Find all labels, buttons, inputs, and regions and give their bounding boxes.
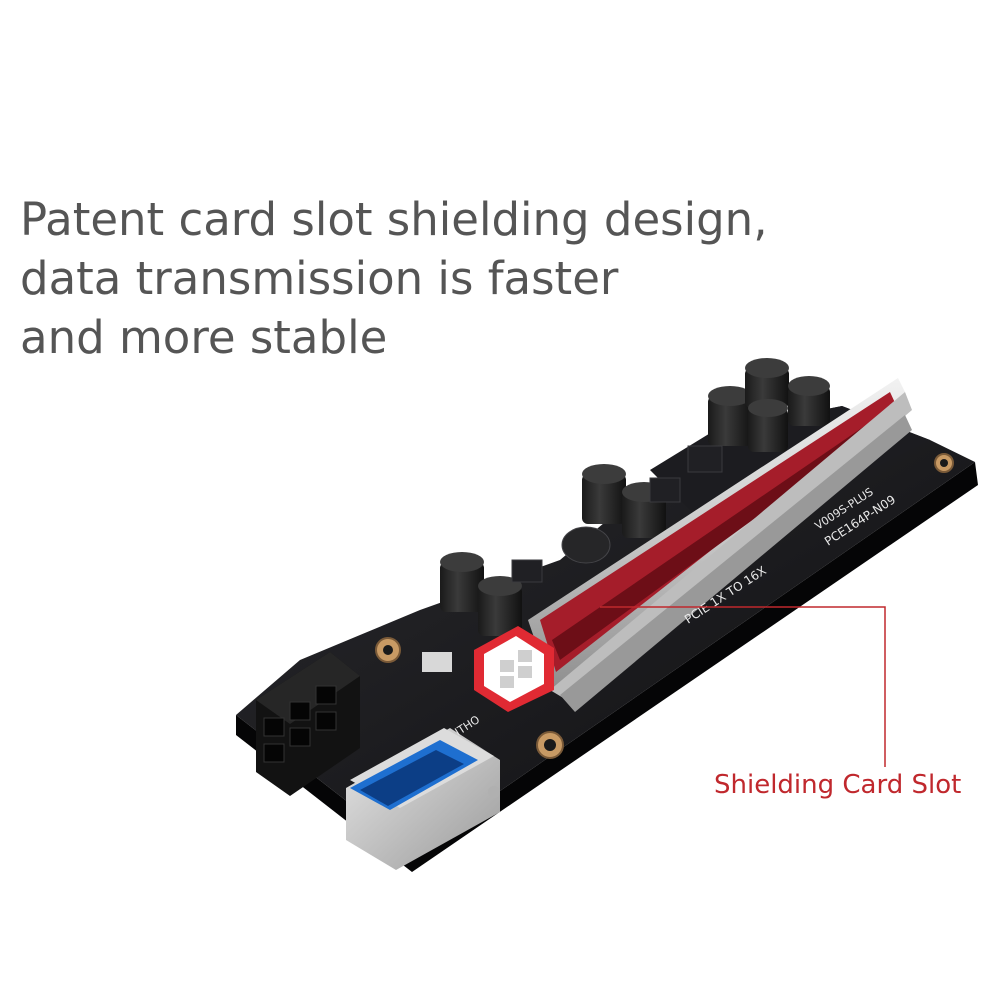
headline-line-3: and more stable <box>20 311 388 364</box>
headline-line-1: Patent card slot shielding design, <box>20 193 768 246</box>
callout-label: Shielding Card Slot <box>714 770 962 800</box>
pcie-slot-shield <box>528 378 912 712</box>
slot-latch <box>474 626 554 712</box>
power-connector-6pin <box>256 652 360 796</box>
usb3-port <box>346 728 500 870</box>
headline: Patent card slot shielding design, data … <box>20 190 780 367</box>
chip <box>649 477 681 503</box>
chip <box>511 559 543 583</box>
callout-line <box>600 606 886 767</box>
inductor <box>561 526 611 564</box>
chip <box>422 652 452 672</box>
headline-line-2: data transmission is faster <box>20 252 619 305</box>
capacitor <box>440 358 830 636</box>
chip <box>687 445 723 473</box>
